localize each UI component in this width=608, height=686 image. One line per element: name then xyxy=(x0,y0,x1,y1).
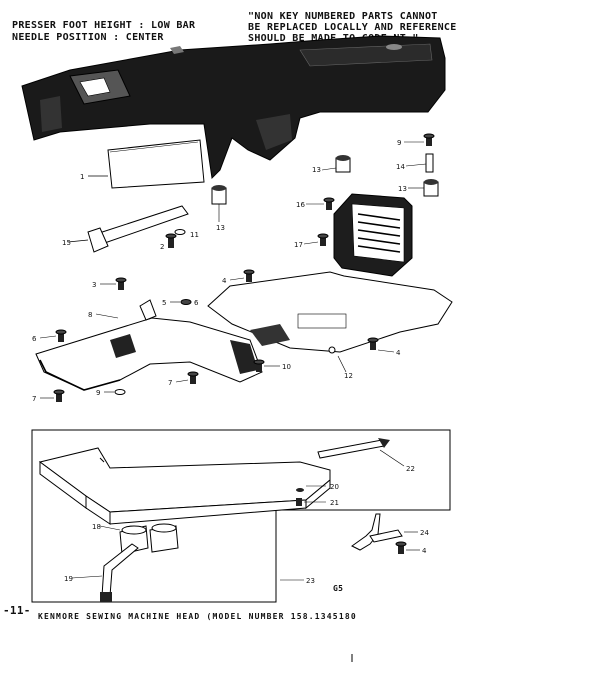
callout-1: 1 xyxy=(80,173,84,181)
callout-14: 14 xyxy=(396,163,405,171)
bushing-13-mid xyxy=(335,155,351,173)
callout-6-b: 6 xyxy=(194,299,199,307)
screw-16 xyxy=(323,197,335,210)
note-line-1: "NON KEY NUMBERED PARTS CANNOT xyxy=(248,11,438,22)
part-15-bar xyxy=(87,205,189,253)
screw-10 xyxy=(253,359,265,372)
page-number: -11- xyxy=(3,604,31,617)
code-mark: G5 xyxy=(333,584,344,593)
callout-3: 3 xyxy=(92,281,96,289)
screw-3 xyxy=(115,277,127,290)
callout-5: 5 xyxy=(162,299,166,307)
part-12-base-plate xyxy=(207,271,453,354)
callout-4-c: 4 xyxy=(422,547,427,555)
screw-9 xyxy=(423,133,435,146)
screw-2 xyxy=(165,233,177,248)
callout-9-a: 9 xyxy=(397,139,401,147)
callout-21: 21 xyxy=(330,499,339,507)
header-note: "NON KEY NUMBERED PARTS CANNOT BE REPLAC… xyxy=(248,11,457,44)
bushing-13-right xyxy=(423,179,439,197)
callout-labels: 1 15 2 11 13 13 13 9 14 16 17 3 4 5 6 6 … xyxy=(32,139,429,585)
screw-21 xyxy=(296,498,302,506)
nut-5 xyxy=(180,299,192,305)
footer-title: KENMORE SEWING MACHINE HEAD (MODEL NUMBE… xyxy=(38,612,357,621)
callout-13-b: 13 xyxy=(312,166,321,174)
callout-12: 12 xyxy=(344,372,353,380)
callout-2: 2 xyxy=(160,243,164,251)
presser-foot-height-text: PRESSER FOOT HEIGHT : LOW BAR xyxy=(12,20,196,31)
callout-17: 17 xyxy=(294,241,303,249)
callout-13-c: 13 xyxy=(398,185,407,193)
machine-head-casting xyxy=(21,35,446,180)
callout-23: 23 xyxy=(306,577,315,585)
callout-6-a: 6 xyxy=(32,335,37,343)
part-1-face-plate xyxy=(107,139,205,189)
callout-9-b: 9 xyxy=(96,389,100,397)
callout-8: 8 xyxy=(88,311,92,319)
part-19-screwdriver xyxy=(100,543,139,602)
stud-14 xyxy=(425,153,434,173)
callout-16: 16 xyxy=(296,201,305,209)
callout-19: 19 xyxy=(64,575,73,583)
screw-7-left xyxy=(53,389,65,402)
note-line-2: BE REPLACED LOCALLY AND REFERENCE xyxy=(248,22,457,33)
callout-4-a: 4 xyxy=(222,277,227,285)
header-left: PRESSER FOOT HEIGHT : LOW BAR NEEDLE POS… xyxy=(12,20,195,44)
screw-17 xyxy=(317,233,329,246)
callout-22: 22 xyxy=(406,465,415,473)
needle-position-text: NEEDLE POSITION : CENTER xyxy=(12,32,164,43)
screw-4-lower xyxy=(395,541,407,554)
callout-7-a: 7 xyxy=(32,395,36,403)
washer-20 xyxy=(296,488,304,492)
washer-11 xyxy=(174,229,186,235)
callout-7-b: 7 xyxy=(168,379,172,387)
note-line-3: SHOULD BE MADE TO CODE NT." xyxy=(248,33,419,44)
part-8-bed-plate xyxy=(35,299,263,391)
callout-18: 18 xyxy=(92,523,101,531)
callout-20: 20 xyxy=(330,483,339,491)
part-22-rod xyxy=(317,438,390,459)
screw-7-right xyxy=(187,371,199,384)
part-18-bobbins xyxy=(119,523,179,555)
callout-4-b: 4 xyxy=(396,349,401,357)
callout-11: 11 xyxy=(190,231,199,239)
screw-4-top xyxy=(243,269,255,282)
part-17-side-cover xyxy=(333,193,413,277)
part-24-lever xyxy=(351,513,403,551)
callout-13-a: 13 xyxy=(216,224,225,232)
callout-15: 15 xyxy=(62,239,71,247)
bushing-13-left xyxy=(211,185,227,205)
callout-24: 24 xyxy=(420,529,429,537)
screw-4-right xyxy=(367,337,379,350)
callout-10: 10 xyxy=(282,363,291,371)
accessory-tray xyxy=(38,447,331,525)
washer-9 xyxy=(114,389,126,395)
screw-6 xyxy=(55,329,67,342)
